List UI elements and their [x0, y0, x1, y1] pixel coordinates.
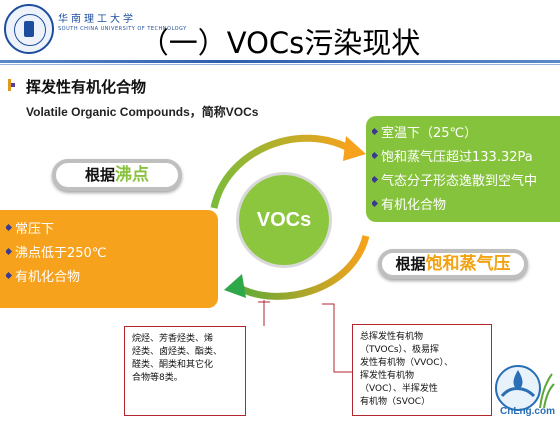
list-item: 室温下（25℃） [372, 122, 560, 146]
list-item: 气态分子形态逸散到空气中 [372, 170, 560, 194]
note-line: 挥发性有机物 [360, 371, 415, 381]
title-divider [0, 60, 560, 63]
diamond-bullet-icon [6, 271, 13, 280]
diamond-bullet-icon [6, 247, 13, 256]
list-item: 常压下 [6, 218, 218, 242]
list-item-text: 常压下 [15, 222, 55, 237]
note-line: （VOC）、半挥发性 [360, 384, 438, 394]
diamond-bullet-icon [372, 151, 379, 160]
list-item-text: 有机化合物 [381, 198, 447, 213]
note-line: 合物等8类。 [132, 373, 183, 383]
vapor-pressure-pill: 根据饱和蒸气压 [378, 249, 528, 279]
list-item: 有机化合物 [372, 194, 560, 218]
vapor-pill-highlight: 饱和蒸气压 [425, 254, 511, 274]
diamond-bullet-icon [372, 127, 379, 136]
classification-note: 总挥发性有机物 （TVOCs）、极易挥 发性有机物（VVOC）、 挥发性有机物 … [352, 324, 492, 416]
list-item-text: 饱和蒸气压超过133.32Pa [381, 150, 533, 165]
slide-title: （一）VOCs污染现状 [139, 26, 421, 60]
title-divider-thin [0, 64, 560, 65]
bullet-icon [8, 79, 18, 91]
bottom-arrowhead-icon [224, 274, 246, 298]
right-note-connector [322, 303, 352, 373]
brand-text: CnLng.com [500, 406, 555, 417]
list-item: 饱和蒸气压超过133.32Pa [372, 146, 560, 170]
vapor-pill-prefix: 根据 [395, 255, 426, 273]
boiling-pill-highlight: 沸点 [115, 165, 149, 185]
university-name: 华南理工大学 [58, 14, 136, 25]
list-item: 有机化合物 [6, 266, 218, 290]
note-line: 烃类、卤烃类、酯类、 [132, 347, 223, 357]
diamond-bullet-icon [372, 199, 379, 208]
bottom-cycle-arrow [234, 235, 370, 300]
list-item: 沸点低于250℃ [6, 242, 218, 266]
note-line: 烷烃、芳香烃类、烯 [132, 334, 214, 344]
vocs-center-circle: VOCs [236, 172, 332, 268]
section-subheading: Volatile Organic Compounds，简称VOCs [26, 105, 259, 119]
top-arrowhead-icon [343, 136, 366, 161]
note-line: 发性有机物（VVOC）、 [360, 358, 454, 368]
vapor-pressure-definition-box: 室温下（25℃） 饱和蒸气压超过133.32Pa 气态分子形态逸散到空气中 有机… [366, 116, 560, 222]
list-item-text: 气态分子形态逸散到空气中 [381, 174, 538, 189]
diamond-bullet-icon [6, 223, 13, 232]
categories-note: 烷烃、芳香烃类、烯 烃类、卤烃类、酯类、 醛类、酮类和其它化 合物等8类。 [124, 326, 246, 416]
university-logo [4, 4, 54, 54]
note-line: 有机物（SVOC） [360, 397, 431, 407]
note-line: 醛类、酮类和其它化 [132, 360, 214, 370]
list-item-text: 室温下（25℃） [381, 126, 478, 141]
center-label: VOCs [256, 209, 312, 231]
list-item-text: 有机化合物 [15, 270, 81, 285]
boiling-definition-box: 常压下 沸点低于250℃ 有机化合物 [0, 210, 218, 308]
list-item-text: 沸点低于250℃ [15, 246, 107, 261]
top-cycle-arrow [210, 134, 354, 209]
cnlng-logo-icon [495, 365, 555, 411]
section-heading: 挥发性有机化合物 [26, 78, 147, 96]
boiling-pill-prefix: 根据 [84, 166, 115, 184]
note-line: （TVOCs）、极易挥 [360, 345, 440, 355]
note-line: 总挥发性有机物 [360, 332, 424, 342]
diamond-bullet-icon [372, 175, 379, 184]
university-name-en: SOUTH CHINA UNIVERSITY OF TECHNOLOGY [58, 26, 187, 32]
boiling-point-pill: 根据沸点 [52, 159, 182, 191]
